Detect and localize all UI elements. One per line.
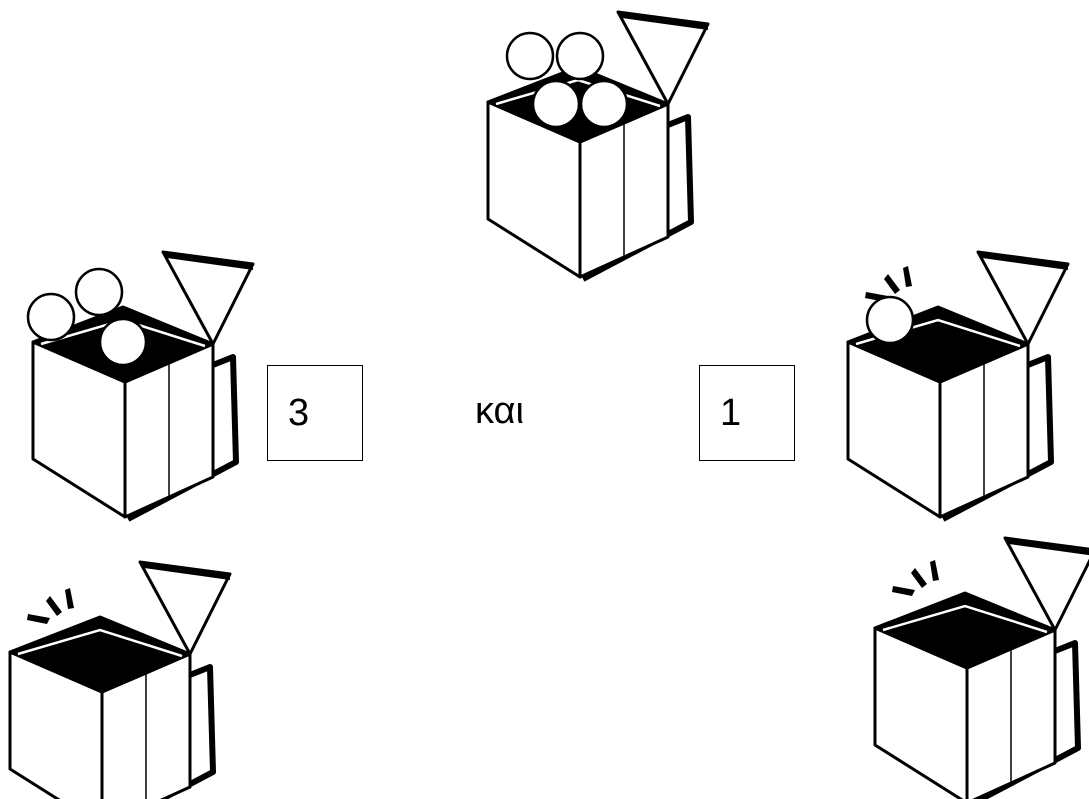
left-part-box	[26, 252, 253, 519]
total-box	[488, 12, 708, 279]
right-number: 1	[720, 392, 742, 434]
left-number: 3	[288, 392, 310, 434]
ball-icon	[505, 31, 555, 81]
ball-icon	[74, 267, 124, 317]
ball-icon	[531, 79, 581, 129]
ball-icon	[26, 292, 76, 342]
connector-word: και	[475, 390, 524, 432]
ball-icon	[555, 31, 605, 81]
empty-box-right	[875, 538, 1089, 799]
left-number-box: 3	[267, 365, 363, 461]
sparkle-icon	[27, 588, 74, 624]
empty-box-left	[10, 562, 230, 799]
ball-icon	[98, 317, 148, 367]
sparkle-icon	[892, 560, 939, 596]
right-number-box: 1	[699, 365, 795, 461]
ball-icon	[579, 79, 629, 129]
right-part-box	[848, 252, 1068, 519]
ball-icon	[865, 295, 915, 345]
